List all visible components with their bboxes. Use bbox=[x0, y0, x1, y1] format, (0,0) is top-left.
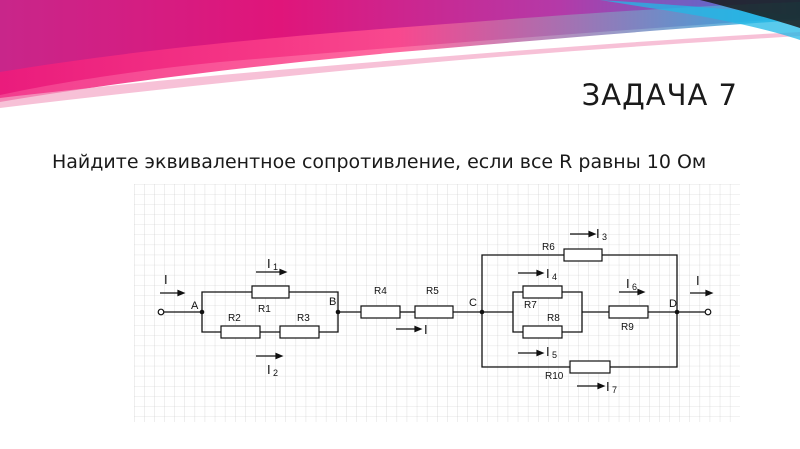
current-label-i-out: I bbox=[696, 273, 700, 288]
label-r5: R5 bbox=[426, 286, 439, 297]
label-r7: R7 bbox=[524, 300, 537, 311]
current-label-i4: I bbox=[546, 266, 550, 281]
slide-title: ЗАДАЧА 7 bbox=[581, 78, 738, 112]
current-label-i3-sub: 3 bbox=[602, 232, 607, 242]
current-label-i1: I bbox=[267, 256, 271, 271]
circuit-diagram: A B C D R1 R2 R3 R4 R5 R6 R7 R8 R9 R10 I… bbox=[134, 184, 740, 422]
terminal-left bbox=[157, 308, 165, 316]
current-label-i6: I bbox=[626, 276, 630, 291]
node-labels: A B C D bbox=[191, 296, 677, 312]
current-label-i7-sub: 7 bbox=[612, 385, 617, 395]
resistor-r1 bbox=[251, 285, 290, 299]
label-r10: R10 bbox=[545, 371, 564, 382]
resistor-r9 bbox=[608, 305, 649, 319]
current-label-i4-sub: 4 bbox=[552, 272, 557, 282]
label-r8: R8 bbox=[547, 313, 560, 324]
label-r1: R1 bbox=[258, 304, 271, 315]
resistor-r10 bbox=[569, 360, 611, 374]
node-label-a: A bbox=[191, 300, 199, 312]
label-r3: R3 bbox=[297, 313, 310, 324]
current-label-i3: I bbox=[596, 226, 600, 241]
terminal-right bbox=[704, 308, 712, 316]
label-r9: R9 bbox=[621, 322, 634, 333]
current-label-i7: I bbox=[606, 379, 610, 394]
resistors bbox=[220, 248, 649, 374]
current-label-i5-sub: 5 bbox=[552, 350, 557, 360]
label-r2: R2 bbox=[228, 313, 241, 324]
decorative-banner bbox=[0, 0, 800, 108]
resistor-labels: R1 R2 R3 R4 R5 R6 R7 R8 R9 R10 bbox=[228, 242, 634, 382]
terminals bbox=[157, 308, 712, 316]
task-text: Найдите эквивалентное сопротивление, есл… bbox=[52, 151, 707, 173]
label-r4: R4 bbox=[374, 286, 387, 297]
current-label-i2: I bbox=[267, 362, 271, 377]
current-label-i1-sub: 1 bbox=[273, 262, 278, 272]
current-label-i-in: I bbox=[164, 272, 168, 287]
junction-dots bbox=[199, 309, 680, 315]
node-label-d: D bbox=[669, 298, 677, 310]
resistor-r2 bbox=[220, 325, 261, 339]
resistor-r7 bbox=[522, 285, 563, 299]
label-r6: R6 bbox=[542, 242, 555, 253]
current-label-i2-sub: 2 bbox=[273, 368, 278, 378]
node-label-c: C bbox=[469, 297, 477, 309]
resistor-r4 bbox=[360, 305, 401, 319]
resistor-r5 bbox=[414, 305, 454, 319]
resistor-r8 bbox=[522, 325, 563, 339]
current-label-i6-sub: 6 bbox=[632, 282, 637, 292]
current-labels: I I 1 I 2 I I 3 I 4 I 5 I 6 I I 7 bbox=[164, 226, 700, 395]
wires bbox=[164, 254, 705, 368]
current-label-i-mid: I bbox=[424, 322, 428, 337]
arrows bbox=[160, 230, 714, 390]
current-label-i5: I bbox=[546, 344, 550, 359]
resistor-r3 bbox=[279, 325, 320, 339]
resistor-r6 bbox=[563, 248, 603, 262]
node-label-b: B bbox=[329, 296, 336, 308]
